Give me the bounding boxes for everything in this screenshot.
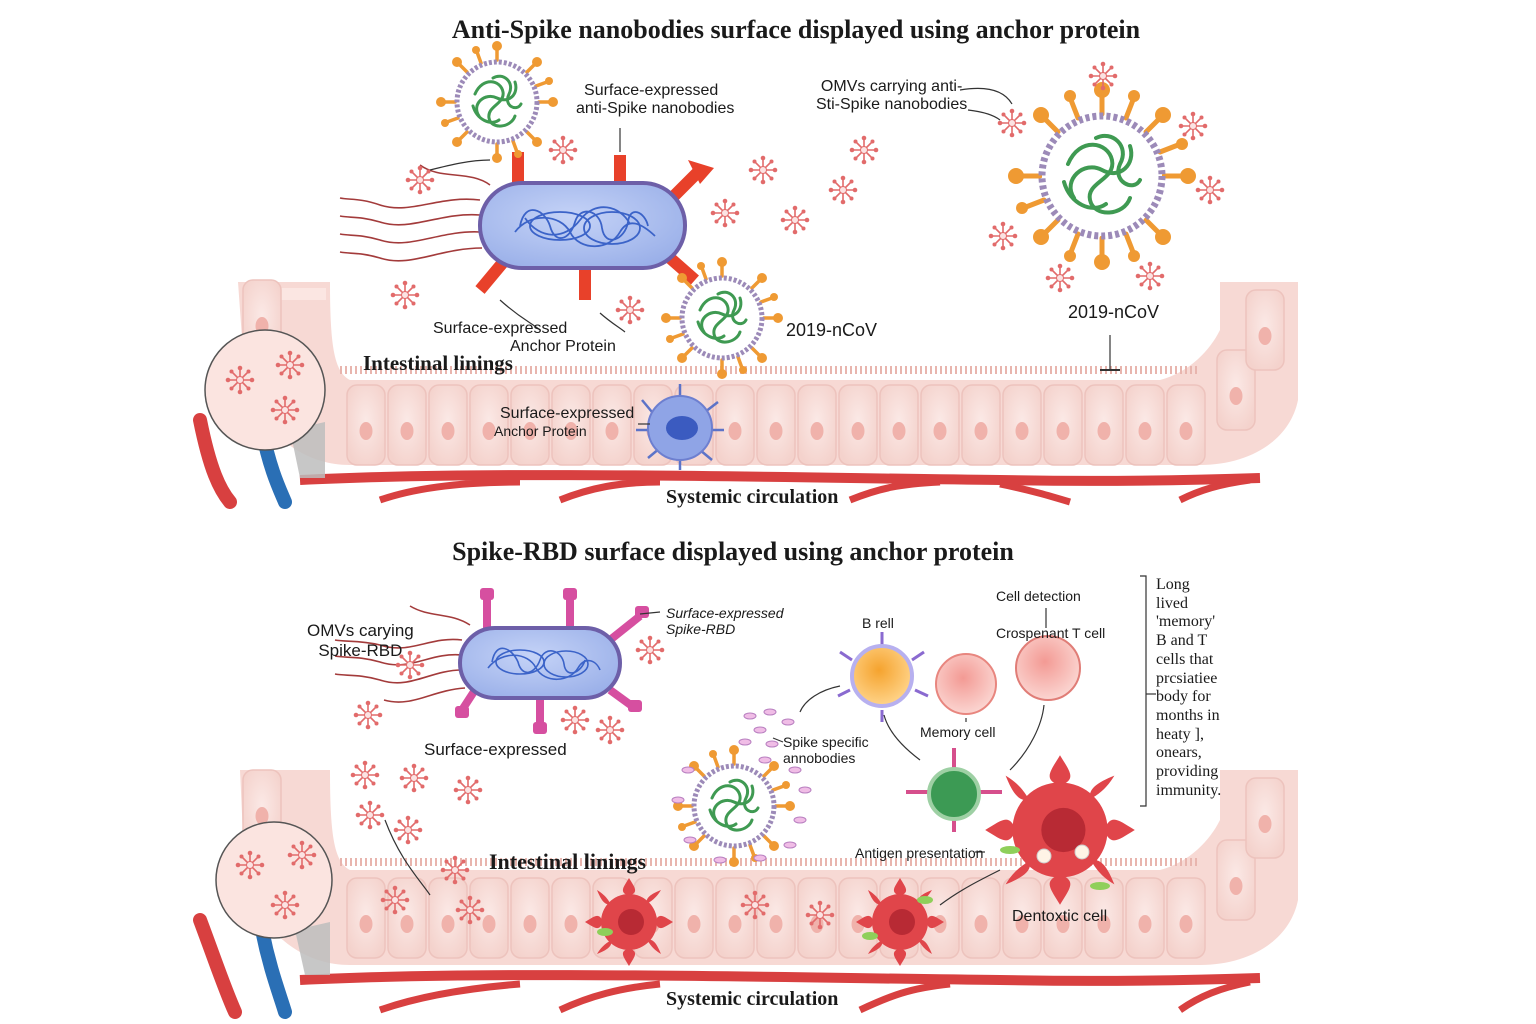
label-virus-b: 2019-nCoV — [1068, 302, 1160, 322]
bottom-dendritic-cells — [585, 755, 1135, 966]
label-surface-spike-rbd: Surface-expressed Spike-RBD — [666, 605, 784, 638]
bottom-virus-with-antibodies — [672, 708, 812, 867]
top-anchor-cell — [636, 384, 724, 470]
label-top-intestinal: Intestinal linings — [363, 351, 513, 375]
label-surface-expressed: Surface-expressed — [424, 740, 567, 759]
bottom-magnifier — [215, 821, 333, 975]
label-bottom-intestinal: Intestinal linings — [489, 849, 647, 874]
memory-cells-description: Long lived 'memory' B and T cells that p… — [1156, 576, 1222, 799]
virus-large-right — [1008, 82, 1196, 270]
label-surface-nanobodies: Surface-expressed anti-Spike nanobodies — [576, 82, 735, 118]
bottom-blood-vessels — [193, 913, 1261, 1019]
label-memory-cell: Memory cell — [920, 724, 996, 740]
label-spike-antibodies: Spike specific annobodies — [783, 734, 869, 767]
virus-top-left — [436, 41, 558, 163]
label-omvs-anti-spike: OMVs carrying anti- Sti-Spike nanobodies — [816, 78, 968, 114]
label-t-cell: Crospenant T cell — [996, 625, 1106, 641]
bottom-t-cell — [1015, 635, 1081, 701]
bottom-memory-cell — [935, 653, 997, 715]
top-panel-title: Anti-Spike nanobodies surface displayed … — [452, 15, 1141, 44]
bottom-bacterium — [334, 588, 649, 734]
top-panel: Anti-Spike nanobodies surface displayed … — [193, 15, 1298, 509]
bottom-apc-green — [906, 748, 1002, 832]
virus-bottom-middle — [661, 257, 783, 379]
label-virus-a: 2019-nCoV — [786, 320, 878, 340]
bottom-panel: Spike-RBD surface displayed using anchor… — [193, 537, 1298, 1019]
label-bottom-circulation: Systemic circulation — [666, 988, 839, 1010]
label-omvs-spike-rbd: OMVs carying Spike-RBD — [307, 621, 414, 660]
bottom-connectors — [384, 575, 1156, 906]
label-top-circulation: Systemic circulation — [666, 486, 839, 508]
label-antigen-presentation: Antigen presentation — [855, 845, 984, 861]
top-connectors — [429, 87, 1120, 425]
bottom-b-cell — [837, 632, 929, 722]
label-anchor-protein: Surface-expressed Anchor Protein — [433, 320, 616, 356]
bottom-panel-title: Spike-RBD surface displayed using anchor… — [452, 537, 1014, 566]
label-b-cell: B rell — [862, 615, 894, 631]
label-dendritic-cell: Dentoxtic cell — [1012, 908, 1108, 925]
top-intestinal-lining — [238, 279, 1298, 466]
label-anchor-cell: Surface-expressed Anchor Protein — [494, 405, 635, 440]
top-bacterium — [339, 152, 714, 300]
label-cell-detection: Cell detection — [996, 588, 1081, 604]
top-magnifier — [204, 329, 326, 478]
